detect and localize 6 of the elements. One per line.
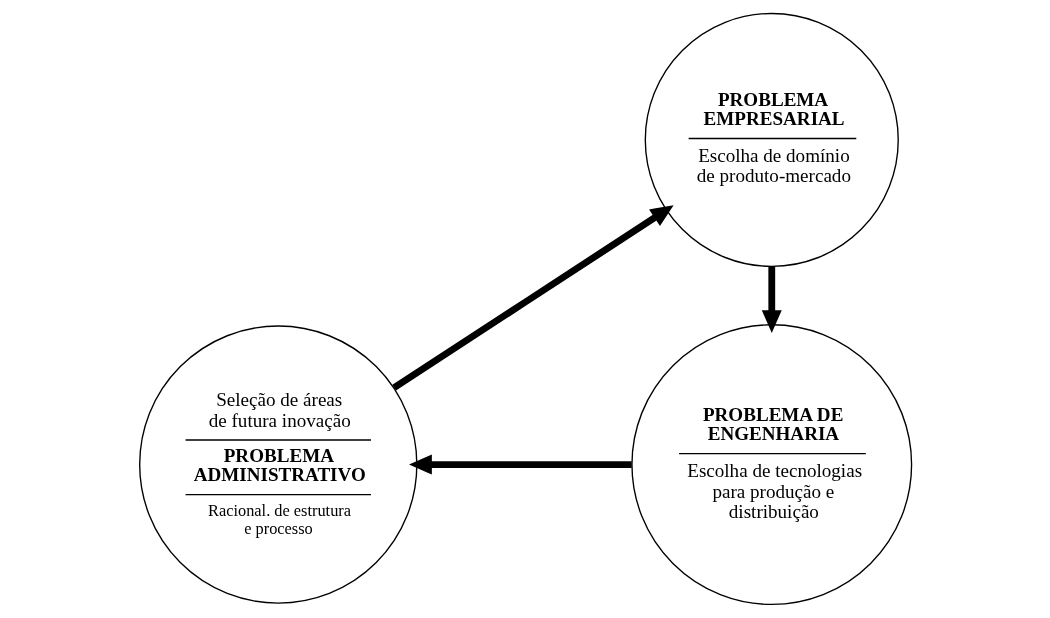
arrow [761, 266, 782, 333]
node-circle: PROBLEMA EMPRESARIAL Escolha de domínio de produto-mercado [644, 12, 899, 268]
node-circle: PROBLEMA DE ENGENHARIA Escolha de tecnologias para produção e distribuição [630, 324, 912, 606]
arrow [408, 454, 632, 475]
arrow [391, 205, 674, 391]
node-circle: Seleção de áreas de futura inovação PROBLEMA ADMINISTRATIVO Racional. de estrutura e processo [138, 325, 417, 604]
